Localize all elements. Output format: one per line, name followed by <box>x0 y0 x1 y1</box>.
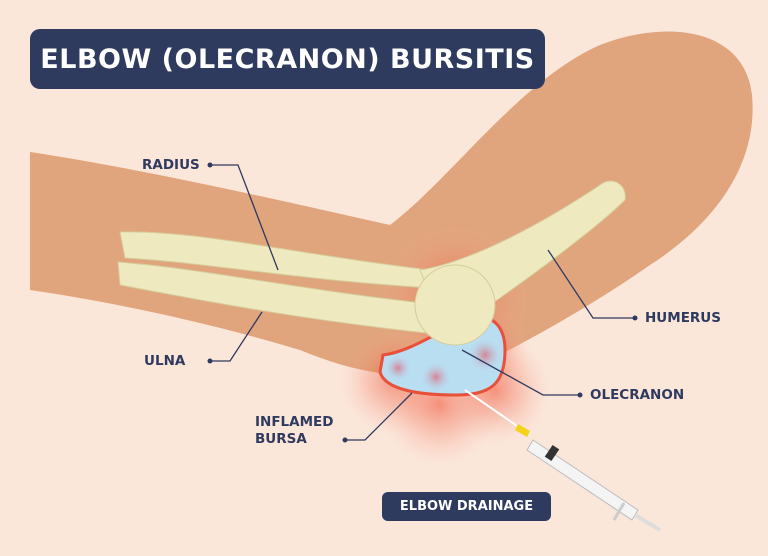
page-title: ELBOW (OLECRANON) BURSITIS <box>30 29 545 89</box>
label-inflamed: INFLAMED <box>255 414 334 430</box>
bones <box>117 180 626 346</box>
label-inflamed-bursa: INFLAMED BURSA <box>255 414 333 448</box>
olecranon-bone <box>414 264 496 346</box>
label-radius: RADIUS <box>142 157 200 173</box>
syringe-icon <box>464 389 662 532</box>
leader-lines <box>210 164 635 441</box>
label-olecranon: OLECRANON <box>590 387 685 403</box>
label-ulna: ULNA <box>144 353 186 369</box>
label-humerus: HUMERUS <box>645 310 721 326</box>
elbow-drainage-button[interactable]: ELBOW DRAINAGE <box>382 492 551 521</box>
label-bursa: BURSA <box>255 431 307 447</box>
